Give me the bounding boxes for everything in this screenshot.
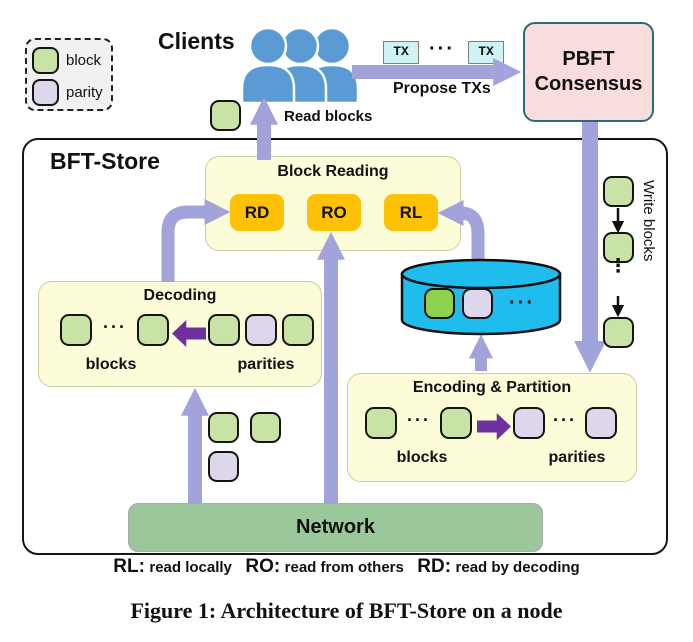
footnote-rd-key: RD: xyxy=(417,556,452,577)
encoding-parity xyxy=(585,407,617,439)
tx-box: TX xyxy=(468,41,504,64)
footnote: RL: read locally RO: read from others RD… xyxy=(0,556,693,578)
tx-dots: ··· xyxy=(429,38,455,60)
footnote-ro-desc: read from others xyxy=(284,559,404,576)
db-dots: ··· xyxy=(509,292,535,314)
read-block xyxy=(210,100,241,131)
decoding-block xyxy=(282,314,314,346)
clients-title: Clients xyxy=(158,28,235,54)
decoding-block xyxy=(208,314,240,346)
legend-block-swatch xyxy=(32,47,59,74)
encoding-parities-label: parities xyxy=(548,449,606,466)
pbft-line2: Consensus xyxy=(534,73,643,95)
incoming-block xyxy=(208,412,239,443)
db-block xyxy=(424,288,455,319)
bft-store-title: BFT-Store xyxy=(50,148,160,174)
pbft-consensus-box: PBFT Consensus xyxy=(523,22,654,122)
write-blocks-label: Write blocks xyxy=(640,180,657,262)
footnote-ro-key: RO: xyxy=(245,556,281,577)
incoming-block xyxy=(250,412,281,443)
encoding-dots: ··· xyxy=(407,410,431,430)
bft-store-container xyxy=(22,138,668,555)
encoding-dots: ··· xyxy=(553,410,577,430)
legend-block-label: block xyxy=(66,52,102,69)
encoding-block xyxy=(365,407,397,439)
decoding-dots: ··· xyxy=(103,317,127,337)
footnote-rd-desc: read by decoding xyxy=(455,559,580,576)
decoding-block xyxy=(60,314,92,346)
encoding-parity xyxy=(513,407,545,439)
decoding-title: Decoding xyxy=(143,287,217,304)
incoming-parity xyxy=(208,451,239,482)
read-blocks-label: Read blocks xyxy=(284,108,373,125)
decoding-block xyxy=(137,314,169,346)
db-parity xyxy=(462,288,493,319)
legend-box: block parity xyxy=(25,38,113,111)
write-chain-block xyxy=(603,317,634,348)
pbft-line1: PBFT xyxy=(562,48,615,70)
encoding-block xyxy=(440,407,472,439)
figure-caption: Figure 1: Architecture of BFT-Store on a… xyxy=(130,598,563,623)
network-bar: Network xyxy=(128,503,543,552)
tx-box: TX xyxy=(383,41,419,64)
propose-txs-label: Propose TXs xyxy=(393,80,491,97)
write-chain-block xyxy=(603,176,634,207)
decoding-blocks-label: blocks xyxy=(85,356,137,373)
legend-parity-label: parity xyxy=(66,84,103,101)
block-reading-title: Block Reading xyxy=(277,163,389,180)
footnote-rl-desc: read locally xyxy=(149,559,232,576)
encoding-title: Encoding & Partition xyxy=(412,379,572,396)
decoding-parities-label: parities xyxy=(237,356,295,373)
legend-parity-swatch xyxy=(32,79,59,106)
chip-rl: RL xyxy=(384,194,438,231)
write-chain-vdots: ⋮ xyxy=(608,256,628,277)
chip-ro: RO xyxy=(307,194,361,231)
encoding-blocks-label: blocks xyxy=(396,449,448,466)
clients-group-icon xyxy=(240,26,360,103)
decoding-parity xyxy=(245,314,277,346)
footnote-rl-key: RL: xyxy=(113,556,145,577)
chip-rd: RD xyxy=(230,194,284,231)
